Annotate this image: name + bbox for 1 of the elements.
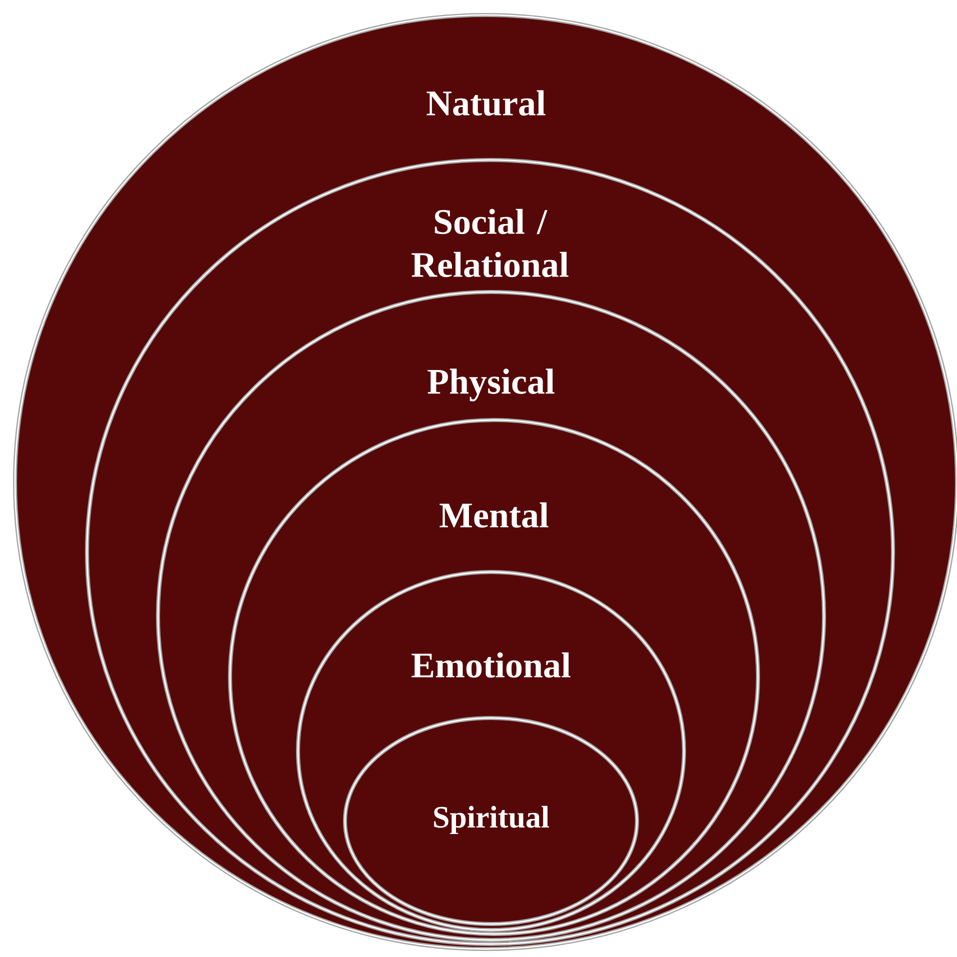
- ellipse-layer: Spiritual: [343, 716, 639, 926]
